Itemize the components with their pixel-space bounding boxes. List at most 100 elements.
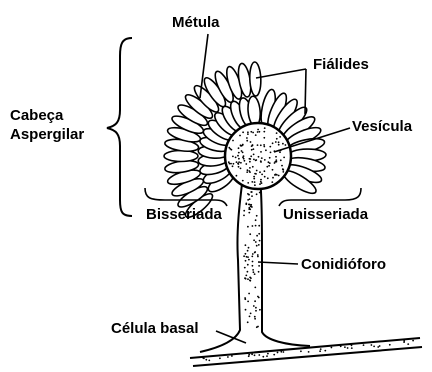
stipple-dot <box>275 159 277 161</box>
stipple-dot <box>241 150 243 152</box>
stipple-dot <box>248 207 250 209</box>
stipple-dot <box>247 133 249 135</box>
stipple-dot <box>258 244 260 246</box>
stipple-dot <box>238 152 240 154</box>
stipple-dot <box>238 161 240 163</box>
stipple-dot <box>228 147 230 149</box>
stipple-dot <box>254 316 256 318</box>
stipple-dot <box>272 142 274 144</box>
stipple-dot <box>266 355 268 357</box>
label-fialides: Fiálides <box>313 56 369 74</box>
stipple-dot <box>351 345 353 347</box>
stipple-dot <box>233 163 235 165</box>
stipple-dot <box>243 210 245 212</box>
stipple-dot <box>235 157 237 159</box>
stipple-dot <box>347 347 349 349</box>
stipple-dot <box>319 350 321 352</box>
stipple-dot <box>249 233 251 235</box>
stipple-dot <box>250 131 252 133</box>
stipple-dot <box>237 155 239 157</box>
stipple-dot <box>247 321 249 323</box>
stipple-dot <box>251 353 253 355</box>
stipple-dot <box>250 141 252 143</box>
stipple-dot <box>236 175 238 177</box>
label-cabeca-line2: Aspergilar <box>10 126 84 144</box>
stipple-dot <box>253 271 255 273</box>
stipple-dot <box>254 273 256 275</box>
stipple-dot <box>245 244 247 246</box>
stipple-dot <box>244 267 246 269</box>
stipple-dot <box>245 203 247 205</box>
stipple-dot <box>245 260 247 262</box>
vesicle <box>225 123 291 189</box>
stipple-dot <box>248 259 250 261</box>
stipple-dot <box>247 271 249 273</box>
stipple-dot <box>264 170 266 172</box>
stipple-dot <box>265 149 267 151</box>
stipple-dot <box>242 144 244 146</box>
stipple-dot <box>232 156 234 158</box>
stipple-dot <box>256 193 258 195</box>
stipple-dot <box>242 152 244 154</box>
stipple-dot <box>283 351 285 353</box>
stipple-dot <box>255 160 257 162</box>
label-conidioforo: Conidióforo <box>301 256 386 274</box>
stipple-dot <box>263 137 265 139</box>
stipple-dot <box>246 256 248 258</box>
stipple-dot <box>275 156 277 158</box>
phialide-cell <box>164 151 198 162</box>
stipple-dot <box>242 131 244 133</box>
stipple-dot <box>259 309 261 311</box>
stipple-dot <box>238 147 240 149</box>
stipple-dot <box>269 146 271 148</box>
stipple-dot <box>363 344 365 346</box>
stipple-dot <box>219 357 221 359</box>
stipple-dot <box>267 177 269 179</box>
stipple-dot <box>271 181 273 183</box>
stipple-dot <box>256 170 258 172</box>
stipple-dot <box>247 199 249 201</box>
stipple-dot <box>269 162 271 164</box>
stipple-dot <box>260 160 262 162</box>
unisseriada-bracket <box>279 188 361 206</box>
stipple-dot <box>255 310 257 312</box>
stipple-dot <box>257 129 259 131</box>
stipple-dot <box>245 309 247 311</box>
stipple-dot <box>259 171 261 173</box>
stipple-dot <box>277 352 279 354</box>
stipple-dot <box>280 351 282 353</box>
stipple-dot <box>256 326 258 328</box>
stipple-dot <box>260 179 262 181</box>
fialides-leader-1 <box>256 69 306 78</box>
stipple-dot <box>268 165 270 167</box>
stipple-dot <box>247 131 249 133</box>
stipple-dot <box>285 144 287 146</box>
stipple-dot <box>250 191 252 193</box>
label-celula-basal: Célula basal <box>111 320 199 338</box>
stipple-dot <box>246 171 248 173</box>
stipple-dot <box>379 345 381 347</box>
stipple-dot <box>244 277 246 279</box>
stipple-dot <box>308 351 310 353</box>
stipple-dot <box>205 359 207 361</box>
stipple-dot <box>252 261 254 263</box>
stipple-dot <box>259 131 261 133</box>
stipple-dot <box>246 137 248 139</box>
stipple-dot <box>252 253 254 255</box>
stipple-dot <box>256 245 258 247</box>
stipple-dot <box>389 344 391 346</box>
stipple-dot <box>245 253 247 255</box>
stipple-dot <box>351 347 353 349</box>
stipple-dot <box>259 192 261 194</box>
stipple-dot <box>257 144 259 146</box>
stipple-dot <box>324 350 326 352</box>
stipple-dot <box>274 161 276 163</box>
stipple-dot <box>242 157 244 159</box>
stipple-dot <box>278 141 280 143</box>
stipple-dot <box>249 316 251 318</box>
stipple-dot <box>272 177 274 179</box>
stipple-dot <box>258 233 260 235</box>
stipple-dot <box>264 176 266 178</box>
stipple-dot <box>250 155 252 157</box>
